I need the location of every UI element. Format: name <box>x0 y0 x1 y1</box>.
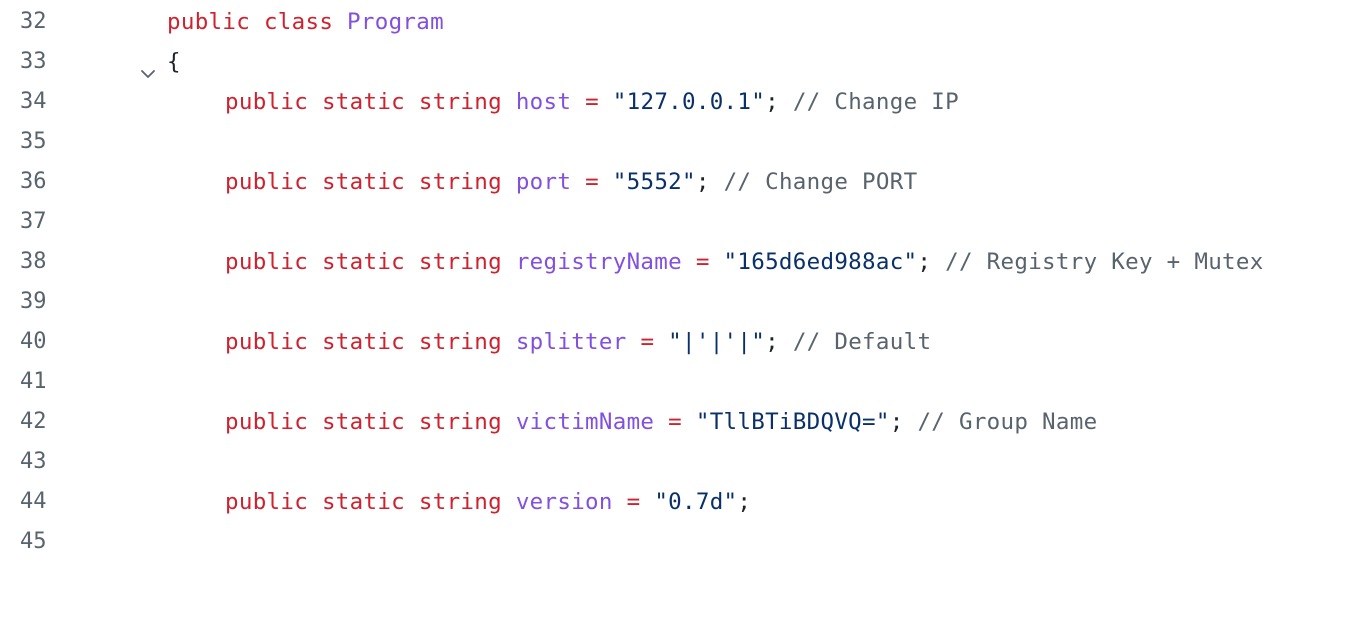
code-view: 32 public class Program 33 { 34 public s… <box>0 2 1263 554</box>
semicolon: ; <box>917 249 932 275</box>
line-number[interactable]: 33 <box>20 49 47 74</box>
field-name: victimName <box>515 409 655 435</box>
line-number[interactable]: 42 <box>20 409 47 434</box>
field-name: registryName <box>515 249 682 275</box>
string-literal: "|'|'|" <box>668 329 766 355</box>
keyword: class <box>263 9 334 35</box>
keyword: static <box>321 89 406 115</box>
string-literal: "0.7d" <box>654 489 738 515</box>
code-content: public class Program <box>167 2 444 42</box>
code-content: public static string version = "0.7d"; <box>225 482 751 522</box>
string-literal: "5552" <box>612 169 696 195</box>
comment: // Group Name <box>917 409 1098 435</box>
keyword: string <box>418 489 502 515</box>
keyword: static <box>321 409 406 435</box>
code-line-36: 36 public static string port = "5552"; /… <box>0 162 917 202</box>
keyword: string <box>418 169 502 195</box>
code-line-44: 44 public static string version = "0.7d"… <box>0 482 751 522</box>
keyword: public <box>225 489 309 515</box>
code-line-42: 42 public static string victimName = "Tl… <box>0 402 1097 442</box>
code-line-38: 38 public static string registryName = "… <box>0 242 1263 282</box>
field-name: splitter <box>515 329 627 355</box>
operator: = <box>668 409 682 435</box>
comment: // Change PORT <box>723 169 918 195</box>
comment: // Default <box>792 329 932 355</box>
code-line-41: 41 <box>0 362 58 402</box>
code-content: public static string registryName = "165… <box>225 242 1264 282</box>
code-content: public static string splitter = "|'|'|";… <box>225 322 931 362</box>
code-content: public static string port = "5552"; // C… <box>225 162 917 202</box>
line-number[interactable]: 44 <box>20 489 47 514</box>
code-content: public static string victimName = "TllBT… <box>225 402 1097 442</box>
line-number[interactable]: 41 <box>20 369 47 394</box>
keyword: static <box>321 489 406 515</box>
operator: = <box>585 169 599 195</box>
semicolon: ; <box>695 169 710 195</box>
code-line-45: 45 <box>0 522 58 562</box>
string-literal: "127.0.0.1" <box>612 89 766 115</box>
code-line-40: 40 public static string splitter = "|'|'… <box>0 322 931 362</box>
semicolon: ; <box>737 489 752 515</box>
keyword: string <box>418 89 502 115</box>
string-literal: "TllBTiBDQVQ=" <box>695 409 890 435</box>
line-number[interactable]: 43 <box>20 449 47 474</box>
field-name: host <box>515 89 572 115</box>
comment: // Change IP <box>792 89 959 115</box>
operator: = <box>695 249 710 275</box>
field-name: port <box>515 169 572 195</box>
operator: = <box>640 329 655 355</box>
semicolon: ; <box>889 409 904 435</box>
comment: // Registry Key + Mutex <box>945 249 1264 275</box>
code-line-33: 33 { <box>0 42 181 82</box>
keyword: public <box>225 329 309 355</box>
keyword: static <box>321 329 406 355</box>
string-literal: "165d6ed988ac" <box>723 249 918 275</box>
line-number[interactable]: 35 <box>20 129 47 154</box>
code-line-35: 35 <box>0 122 58 162</box>
keyword: public <box>225 409 309 435</box>
code-content: public static string host = "127.0.0.1";… <box>225 82 959 122</box>
keyword: public <box>225 89 309 115</box>
keyword: public <box>167 9 251 35</box>
keyword: string <box>418 409 502 435</box>
line-number[interactable]: 39 <box>20 289 47 314</box>
keyword: string <box>418 329 502 355</box>
line-number[interactable]: 40 <box>20 329 47 354</box>
line-number[interactable]: 36 <box>20 169 47 194</box>
field-name: version <box>515 489 613 515</box>
code-line-39: 39 <box>0 282 58 322</box>
chevron-down-icon[interactable] <box>53 14 155 78</box>
line-number[interactable]: 34 <box>20 89 47 114</box>
keyword: static <box>321 249 406 275</box>
class-name: Program <box>347 9 444 35</box>
code-line-34: 34 public static string host = "127.0.0.… <box>0 82 959 122</box>
semicolon: ; <box>765 329 779 355</box>
code-line-32: 32 public class Program <box>0 2 444 78</box>
line-number[interactable]: 37 <box>20 209 47 234</box>
line-number[interactable]: 38 <box>20 249 47 274</box>
keyword: static <box>321 169 406 195</box>
code-line-37: 37 <box>0 202 58 242</box>
code-line-43: 43 <box>0 442 58 482</box>
keyword: public <box>225 249 309 275</box>
keyword: string <box>418 249 502 275</box>
keyword: public <box>225 169 309 195</box>
operator: = <box>585 89 599 115</box>
operator: = <box>626 489 641 515</box>
line-number[interactable]: 32 <box>20 9 47 34</box>
line-number[interactable]: 45 <box>20 529 47 554</box>
brace: { <box>167 49 181 75</box>
code-content: { <box>167 42 181 82</box>
semicolon: ; <box>765 89 779 115</box>
